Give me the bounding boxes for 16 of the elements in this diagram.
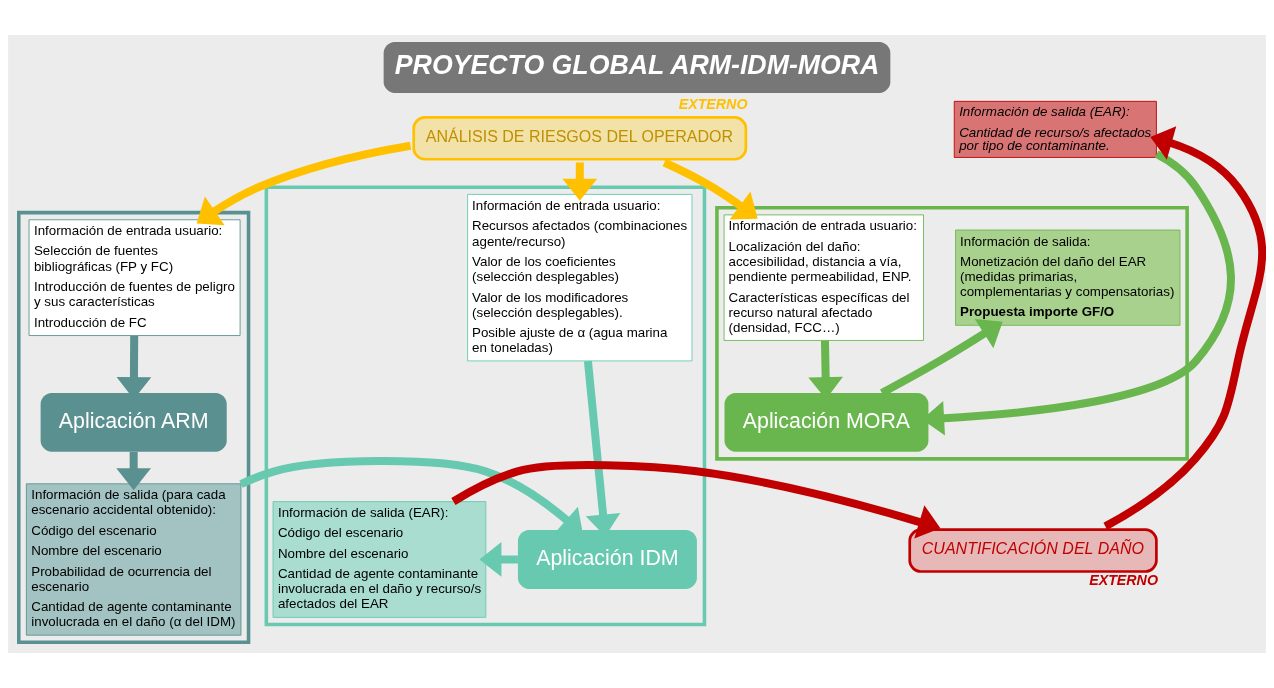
node-box: Aplicación IDM — [517, 530, 697, 589]
cluster — [264, 185, 707, 627]
diagram-title: PROYECTO GLOBAL ARM-IDM-MORA — [394, 49, 880, 80]
arrow — [451, 461, 941, 539]
node-label: EXTERNO — [678, 95, 748, 112]
node-box: Aplicación ARM — [40, 393, 227, 452]
arrow — [1103, 126, 1266, 530]
node-label: EXTERNO — [1089, 572, 1158, 589]
arrow — [196, 141, 412, 226]
node-box: Aplicación MORA — [724, 393, 929, 452]
arrow — [662, 158, 758, 220]
arrow — [562, 162, 598, 201]
cluster — [17, 210, 251, 645]
arrow — [479, 542, 518, 577]
cluster — [715, 206, 1189, 461]
arrow — [116, 451, 152, 491]
